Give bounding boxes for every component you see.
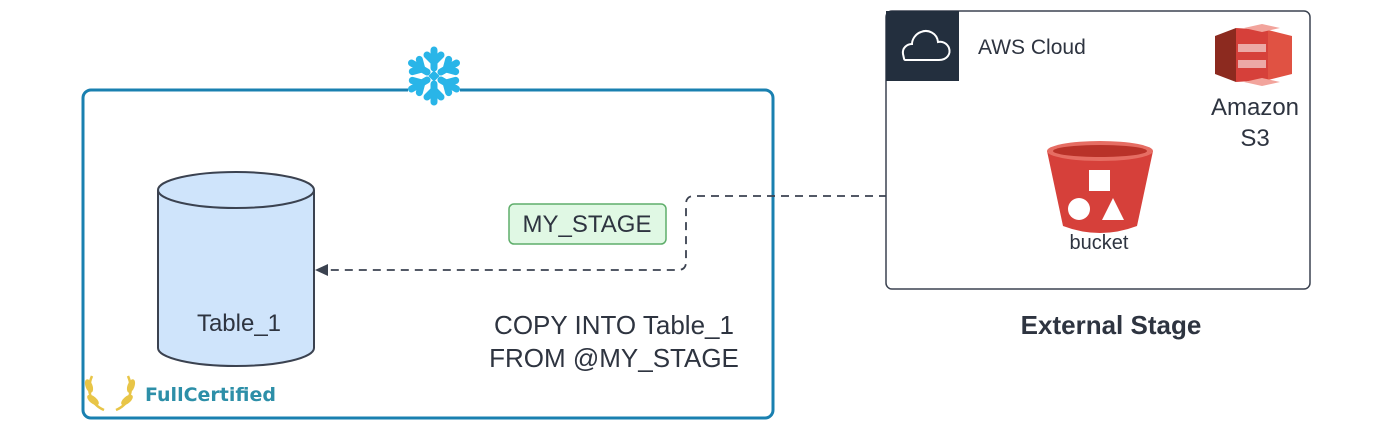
data-flow-connector [321, 195, 1055, 271]
s3-label-line-1: Amazon [1211, 94, 1299, 121]
table-label: Table_1 [197, 310, 281, 337]
external-stage-caption: External Stage [1021, 310, 1202, 340]
laurel-wreath-icon [84, 375, 136, 412]
copy-command-line-1: COPY INTO Table_1 [494, 310, 734, 340]
watermark-label: FullCertified [145, 384, 276, 406]
amazon-s3-icon [1215, 24, 1292, 86]
s3-bucket-icon [1047, 141, 1153, 233]
s3-label-line-2: S3 [1240, 125, 1269, 152]
bucket-label: bucket [1070, 232, 1129, 254]
connector-arrow-to-table [315, 264, 328, 276]
snowflake-icon [407, 46, 461, 106]
table-cylinder [157, 171, 315, 367]
aws-group-label: AWS Cloud [978, 36, 1086, 59]
stage-label: MY_STAGE [523, 211, 652, 238]
copy-command-line-2: FROM @MY_STAGE [489, 343, 739, 373]
cloud-icon [901, 30, 951, 61]
stage-box [508, 203, 667, 245]
